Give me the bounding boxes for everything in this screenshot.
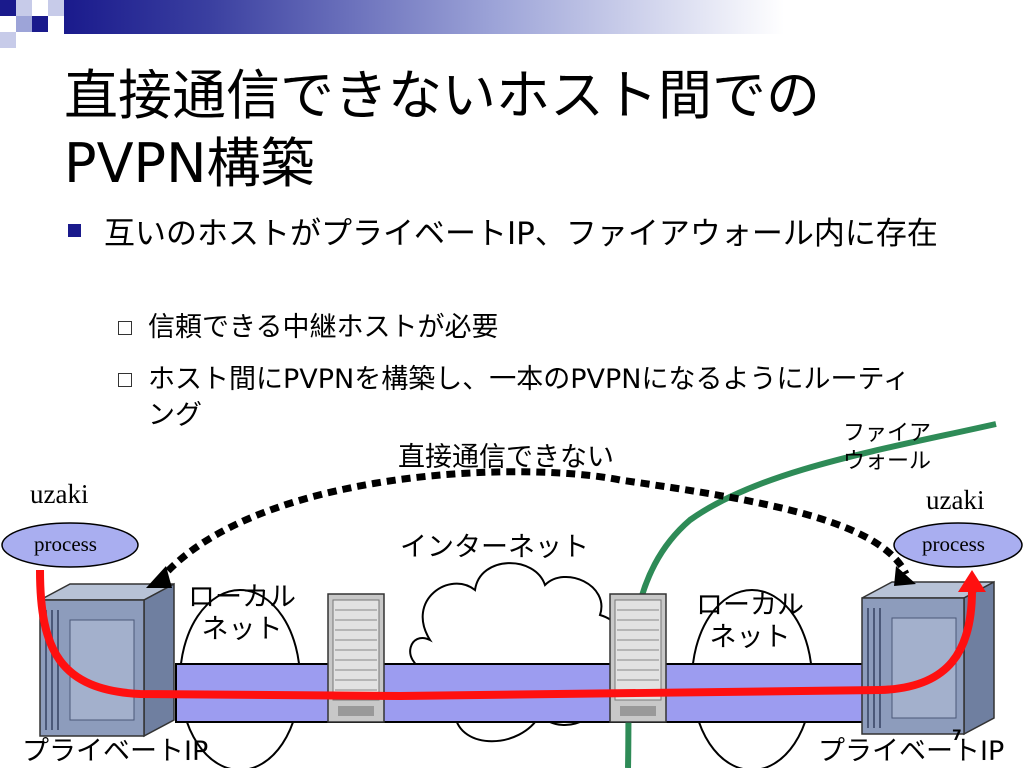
arc-arrowhead-right-icon	[894, 566, 916, 586]
private-ip-right-label: プライベートIP	[818, 736, 1005, 767]
sub-bullet-2-text: ホスト間にPVPNを構築し、一本のPVPNになるようにルーティング	[148, 364, 910, 431]
square-bullet-icon	[68, 224, 81, 237]
bullet-main-text: 互いのホストがプライベートIP、ファイアウォール内に存在	[104, 216, 938, 252]
process-ellipse-right	[893, 522, 1023, 568]
header-decor	[0, 0, 1024, 50]
process-left-label: process	[34, 532, 97, 556]
sub-bullet-2: ホスト間にPVPNを構築し、一本のPVPNになるようにルーティング	[118, 362, 918, 434]
process-right-label: process	[922, 532, 985, 556]
firewall-label: ファイア ウォール	[832, 420, 942, 476]
sub-bullet-1: 信頼できる中継ホストが必要	[118, 310, 918, 346]
arc-arrowhead-left-icon	[146, 566, 172, 588]
firewall-label-line-2: ウォール	[842, 449, 931, 474]
local-net-right-label: ローカル ネット	[688, 590, 812, 654]
route-arrowhead-icon	[958, 570, 986, 592]
no-direct-label: 直接通信できない	[398, 442, 614, 473]
server-tower-icon	[327, 593, 385, 723]
no-direct-arc	[155, 468, 910, 585]
user-left-label: uzaki	[30, 479, 89, 509]
local-net-left-line-2: ネット	[201, 614, 283, 645]
local-net-left-label: ローカル ネット	[180, 582, 304, 646]
user-right-label: uzaki	[926, 485, 985, 515]
local-net-right-line-1: ローカル	[696, 590, 804, 621]
route-arrow	[36, 569, 976, 701]
title-line-2: PVPN構築	[64, 132, 315, 195]
hollow-square-bullet-icon	[118, 321, 132, 335]
title-line-1: 直接通信できないホスト間での	[64, 64, 820, 127]
sub-bullet-1-text: 信頼できる中継ホストが必要	[148, 312, 499, 343]
internet-label: インターネット	[400, 532, 589, 563]
server-tower-icon	[609, 593, 667, 723]
process-ellipse-left	[1, 522, 139, 568]
slide-title: 直接通信できないホスト間での PVPN構築	[64, 62, 820, 198]
local-net-right-line-2: ネット	[709, 622, 791, 653]
local-net-left-line-1: ローカル	[188, 582, 296, 613]
private-ip-left-label: プライベートIP	[22, 736, 209, 767]
page-number: 7	[952, 728, 962, 744]
firewall-label-line-1: ファイア	[842, 421, 931, 446]
hollow-square-bullet-icon	[118, 373, 132, 387]
